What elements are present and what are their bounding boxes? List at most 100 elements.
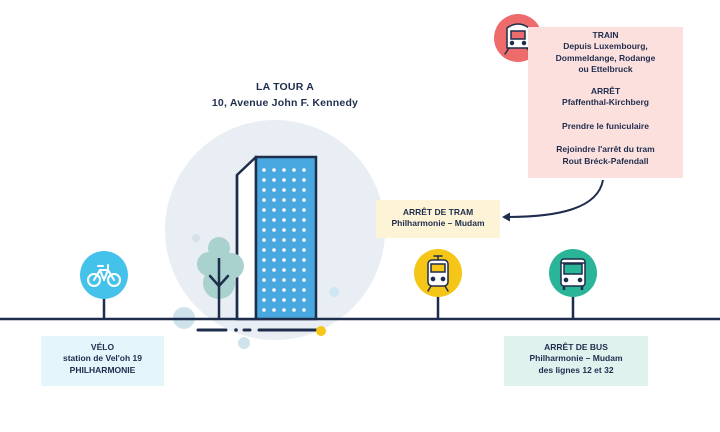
building-window	[272, 298, 276, 302]
building-window	[262, 218, 266, 222]
building-window	[282, 228, 286, 232]
building-window	[292, 208, 296, 212]
building-window	[302, 288, 306, 292]
building-window	[282, 218, 286, 222]
building-window	[262, 198, 266, 202]
building-window	[292, 278, 296, 282]
bus-info: ARRÊT DE BUS Philharmonie – Mudam des li…	[504, 342, 648, 376]
train-title: TRAIN	[592, 30, 619, 40]
bus-stop: Philharmonie – Mudam	[529, 353, 623, 364]
train-step-tram: Rout Bréck-Pafendall	[562, 155, 649, 166]
building-window	[302, 168, 306, 172]
train-from-line: Dommeldange, Rodange	[555, 52, 656, 63]
building-window	[292, 168, 296, 172]
building-window	[272, 208, 276, 212]
building-window	[292, 178, 296, 182]
building-window	[302, 238, 306, 242]
building-window	[282, 198, 286, 202]
building-window	[262, 248, 266, 252]
building-window	[292, 198, 296, 202]
building-window	[272, 268, 276, 272]
bus-icon	[560, 258, 586, 290]
tram-stop: Philharmonie – Mudam	[391, 218, 485, 229]
building-window	[262, 258, 266, 262]
building-window	[272, 228, 276, 232]
building-name: LA TOUR A	[256, 81, 314, 93]
velo-station: station de Vel'oh 19	[62, 353, 142, 364]
building-window	[272, 238, 276, 242]
building-window	[262, 228, 266, 232]
decor-bubble	[192, 234, 200, 242]
building-window	[302, 208, 306, 212]
bus-info-box	[504, 336, 648, 386]
path-dashes	[196, 326, 326, 336]
building-title: LA TOUR A 10, Avenue John F. Kennedy	[190, 80, 380, 112]
building-window	[262, 288, 266, 292]
tram-info: ARRÊT DE TRAM Philharmonie – Mudam	[376, 207, 500, 230]
location-marker	[316, 326, 326, 336]
building-window	[282, 298, 286, 302]
tram-marker	[414, 249, 462, 319]
tram-info-box	[376, 200, 500, 238]
building-window	[262, 308, 266, 312]
building-window	[272, 278, 276, 282]
building-window	[272, 168, 276, 172]
velo-info-box	[41, 336, 164, 386]
building-window	[292, 258, 296, 262]
tree-icon	[197, 237, 244, 319]
building-window	[282, 248, 286, 252]
building-window	[262, 168, 266, 172]
bus-title: ARRÊT DE BUS	[544, 342, 608, 352]
building-window	[262, 178, 266, 182]
building-window	[292, 268, 296, 272]
train-info: TRAIN Depuis Luxembourg, Dommeldange, Ro…	[528, 30, 683, 167]
building-window	[292, 238, 296, 242]
bicycle-icon	[87, 264, 121, 287]
building-window	[262, 298, 266, 302]
building-window	[292, 188, 296, 192]
velo-info: VÉLO station de Vel'oh 19 PHILHARMONIE	[41, 342, 164, 376]
building-window	[282, 178, 286, 182]
building-window	[272, 248, 276, 252]
building-window	[262, 238, 266, 242]
building-windows	[262, 168, 306, 312]
train-step-funicular: Prendre le funiculaire	[562, 120, 649, 131]
train-info-box	[528, 27, 683, 178]
building-window	[272, 198, 276, 202]
building-window	[282, 308, 286, 312]
train-from-line: Depuis Luxembourg,	[563, 41, 648, 52]
building-window	[302, 198, 306, 202]
bus-lines: des lignes 12 et 32	[538, 364, 614, 375]
building-window	[302, 188, 306, 192]
building-window	[302, 228, 306, 232]
building-window	[282, 268, 286, 272]
tram-title: ARRÊT DE TRAM	[402, 207, 474, 217]
building-window	[302, 178, 306, 182]
building-window	[272, 308, 276, 312]
connector-arrow	[502, 179, 604, 222]
building-window	[302, 268, 306, 272]
building-window	[282, 188, 286, 192]
building-window	[282, 168, 286, 172]
building-window	[292, 218, 296, 222]
train-stop-title: ARRÊT	[590, 85, 621, 96]
decor-bubble	[329, 287, 339, 297]
velo-station-name: PHILHARMONIE	[69, 364, 136, 375]
building-window	[302, 218, 306, 222]
building-window	[292, 298, 296, 302]
building-window	[292, 288, 296, 292]
building-window	[262, 278, 266, 282]
velo-marker	[80, 251, 128, 319]
building-window	[282, 258, 286, 262]
building-window	[302, 258, 306, 262]
building-window	[292, 248, 296, 252]
building-window	[282, 278, 286, 282]
building-window	[262, 268, 266, 272]
train-from-line: ou Ettelbruck	[578, 64, 633, 75]
velo-title: VÉLO	[90, 342, 115, 352]
building-window	[272, 188, 276, 192]
building-window	[282, 238, 286, 242]
building-window	[262, 208, 266, 212]
building-window	[302, 308, 306, 312]
